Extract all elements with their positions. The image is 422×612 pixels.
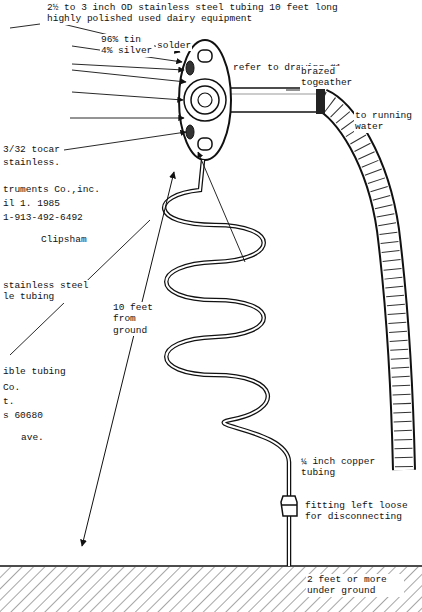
fragment-label: ible tubing	[2, 366, 67, 377]
fragment-label: Clipsham	[40, 234, 88, 245]
fragment-label: 1-913-492-6492	[2, 212, 84, 223]
water-hose	[322, 100, 404, 470]
fragment-label: il 1. 1985	[2, 198, 61, 209]
alloy-label: 96% tin 4% silver	[100, 34, 154, 57]
direction-label: to running water	[354, 110, 418, 133]
heading-note: 2½ to 3 inch OD stainless steel tubing 1…	[46, 2, 348, 25]
fragment-label: ave.	[20, 432, 45, 443]
fragment-label: t.	[2, 396, 15, 407]
joint-label: brazed togeather	[300, 66, 360, 89]
fitting	[281, 496, 297, 516]
copper-coil	[164, 160, 289, 566]
ground	[0, 566, 422, 612]
dimension-line	[82, 172, 174, 546]
fragment-label: stainless.	[2, 157, 61, 168]
fragment-label: stainless steel le tubing	[2, 280, 100, 303]
fragment-label: 3/32 tocar	[2, 144, 61, 155]
note-label: fitting left loose for disconnecting	[304, 500, 418, 523]
end-plate	[179, 40, 231, 160]
dimension-label: 10 feet from ground	[112, 302, 154, 336]
part-label: ¼ inch copper tubing	[300, 456, 386, 479]
fragment-label: Co.	[2, 382, 21, 393]
part-label: solder	[156, 40, 192, 51]
stainless-tube	[228, 86, 325, 114]
fragment-label: s 60680	[2, 410, 44, 421]
note-label: 2 feet or more under ground	[306, 574, 404, 597]
fragment-label: truments Co.,inc.	[2, 184, 101, 195]
